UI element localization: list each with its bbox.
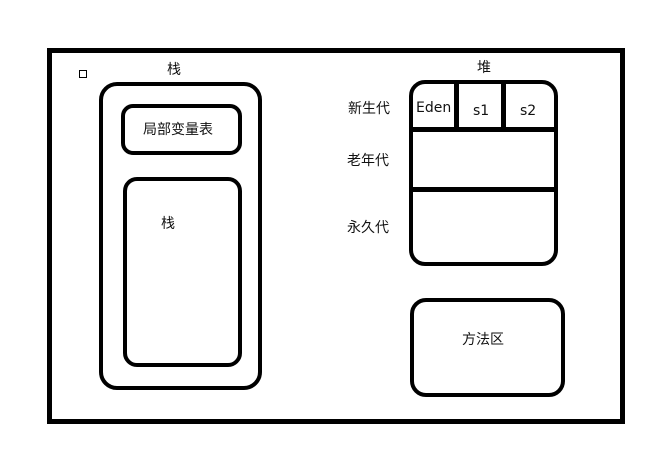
heap-cell-s2: s2 bbox=[520, 103, 537, 119]
old-gen-label: 老年代 bbox=[347, 153, 389, 169]
heap-young-divider bbox=[409, 127, 558, 132]
heap-eden-divider bbox=[454, 80, 459, 132]
stack-title: 栈 bbox=[167, 62, 181, 78]
perm-gen-label: 永久代 bbox=[347, 220, 389, 236]
locals-box bbox=[121, 104, 242, 155]
small-square-marker bbox=[79, 70, 87, 78]
locals-label: 局部变量表 bbox=[143, 122, 213, 138]
heap-s1-divider bbox=[501, 80, 506, 132]
heap-cell-s1: s1 bbox=[473, 103, 490, 119]
method-area-label: 方法区 bbox=[462, 332, 504, 348]
diagram-frame bbox=[47, 48, 625, 424]
method-area-box bbox=[410, 298, 565, 397]
young-gen-label: 新生代 bbox=[348, 101, 390, 117]
stack-inner-box bbox=[123, 177, 242, 367]
heap-cell-eden: Eden bbox=[416, 100, 452, 116]
heap-box bbox=[409, 80, 558, 266]
stack-inner-label: 栈 bbox=[161, 216, 175, 232]
heap-title: 堆 bbox=[477, 60, 491, 76]
heap-old-divider bbox=[409, 187, 558, 192]
stack-outer-box bbox=[99, 82, 262, 390]
